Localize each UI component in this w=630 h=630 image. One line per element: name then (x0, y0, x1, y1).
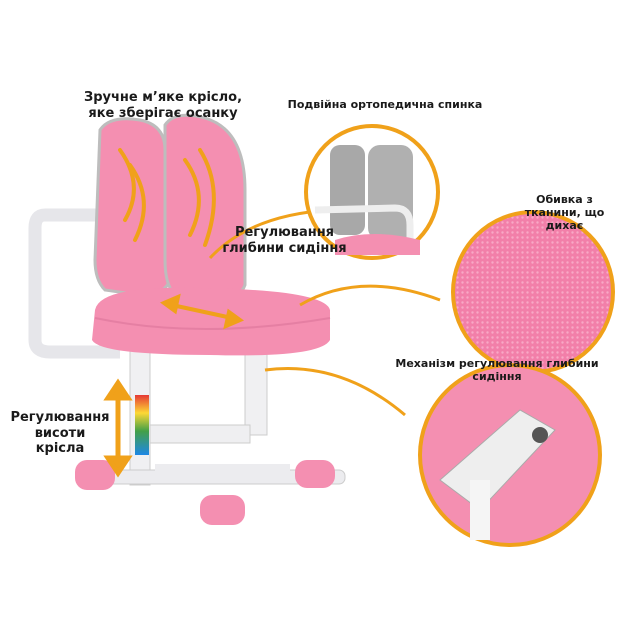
foot-cap (75, 460, 115, 490)
label-comfort: Зручне м’яке крісло, яке зберігає осанку (83, 90, 243, 121)
label-mechanism: Механізм регулювання глибини сидіння (395, 357, 599, 384)
label-fabric: Обивка з тканини, що дихає (524, 193, 605, 233)
chair (28, 113, 346, 525)
seat (92, 287, 330, 356)
height-scale (135, 395, 149, 455)
label-backrest: Подвійна ортопедична спинка (287, 98, 483, 111)
label-height: Регулювання висоти крісла (10, 410, 110, 457)
fabric-detail-circle (451, 210, 615, 374)
depth-arrow-icon (159, 293, 245, 330)
height-arrow-icon (103, 378, 133, 478)
backrest-right (163, 113, 247, 300)
mechanism-detail-circle (418, 363, 602, 547)
label-depth: Регулювання глибини сидіння (222, 225, 347, 256)
backrest-detail-circle (304, 124, 440, 260)
armrest-frame (28, 208, 120, 359)
foot-cap (200, 495, 245, 525)
foot-cap (295, 460, 335, 488)
crossbar (149, 424, 251, 444)
waves-icon (118, 148, 216, 247)
rear-column (244, 344, 268, 436)
